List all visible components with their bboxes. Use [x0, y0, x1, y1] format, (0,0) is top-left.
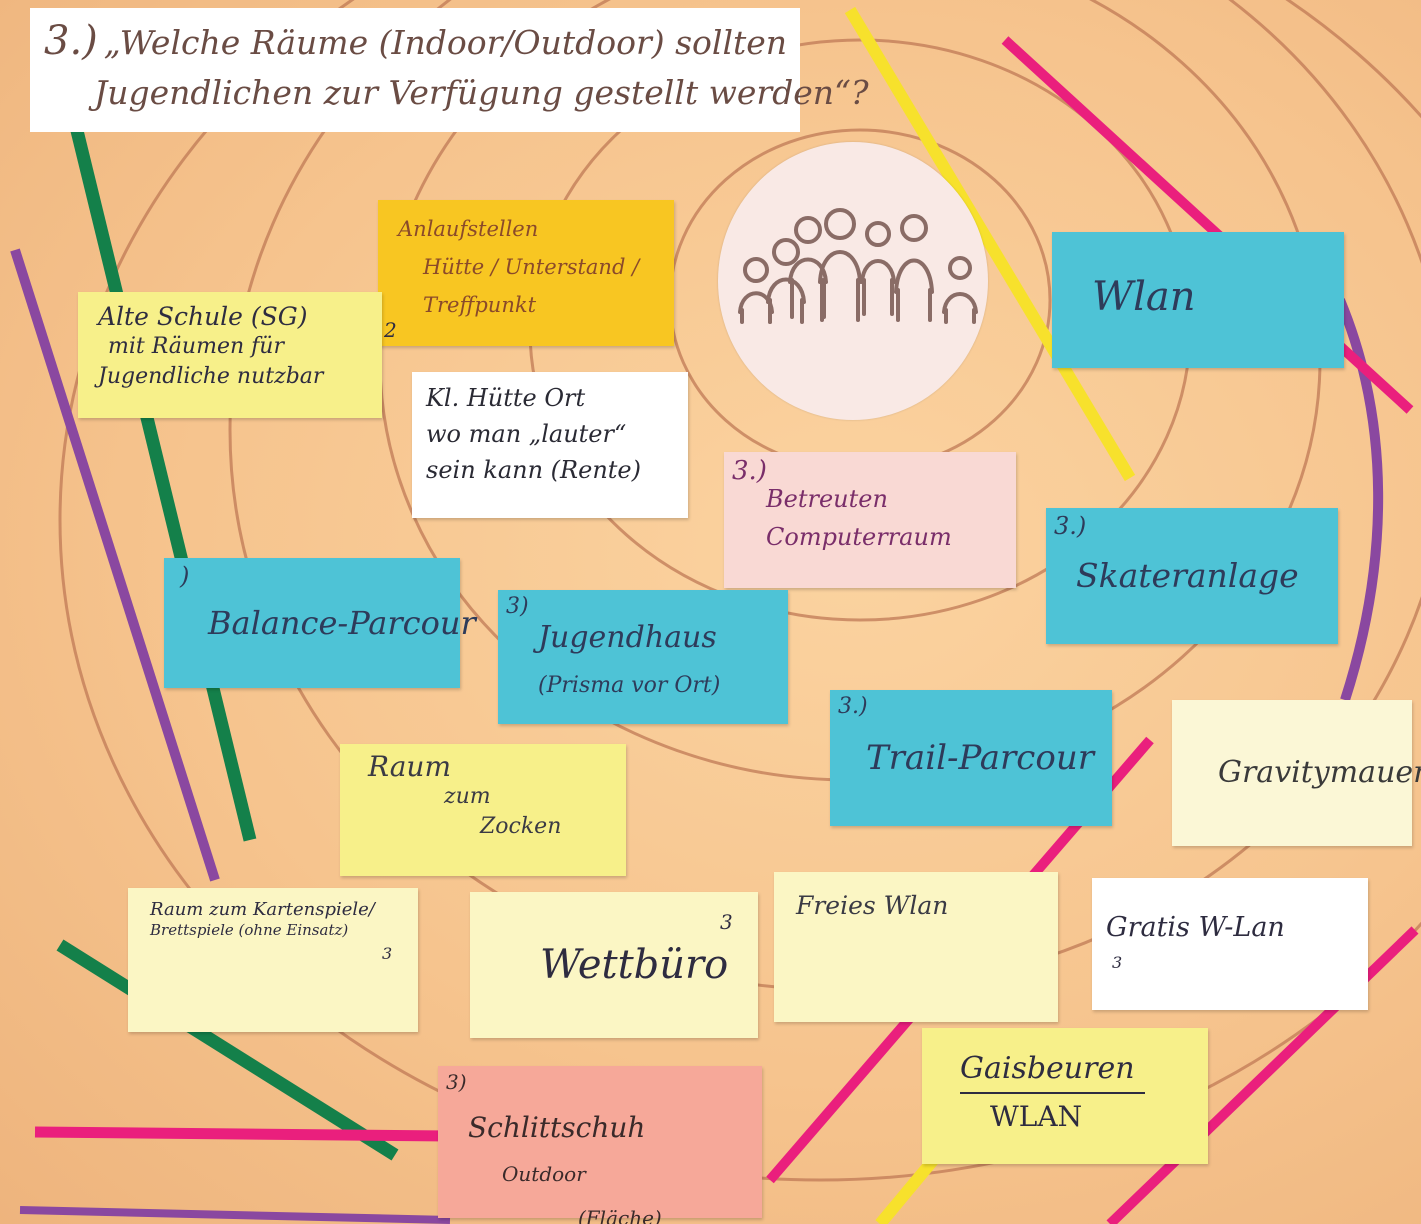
note-wlan: Wlan	[1052, 232, 1344, 368]
note-text: Wlan	[1092, 274, 1196, 320]
question-number: 3.)	[44, 18, 98, 64]
note-badge: 3.)	[1054, 512, 1087, 540]
note-line: Raum	[368, 750, 452, 783]
question-line-2: Jugendlichen zur Verfügung gestellt werd…	[94, 73, 869, 112]
note-badge: 3)	[506, 594, 529, 619]
note-betreuter-computerraum: 3.) Betreuten Computerraum	[724, 452, 1016, 588]
note-line: zum	[444, 784, 491, 809]
purple-ribbon-left	[10, 248, 220, 882]
note-line: (Prisma vor Ort)	[538, 673, 721, 698]
note-line: Anlaufstellen	[398, 217, 539, 241]
note-line: mit Räumen für	[108, 334, 284, 359]
note-line: Computerraum	[766, 523, 952, 551]
note-trail-parcour: 3.) Trail-Parcour	[830, 690, 1112, 826]
note-badge: )	[180, 562, 190, 590]
group-of-people-icon	[738, 208, 978, 324]
note-line: (Fläche)	[578, 1206, 662, 1224]
note-kartenspiele: Raum zum Kartenspiele/ Brettspiele (ohne…	[128, 888, 418, 1032]
note-text: Trail-Parcour	[866, 738, 1094, 778]
note-gratis-wlan: Gratis W-Lan 3	[1092, 878, 1368, 1010]
note-line: Hütte / Unterstand /	[423, 255, 640, 279]
note-marker: 3	[1112, 953, 1123, 972]
green-ribbon-bottom	[56, 939, 399, 1161]
note-raum-zum-zocken: Raum zum Zocken	[340, 744, 626, 876]
note-marker: 3	[720, 910, 733, 934]
note-text: Freies Wlan	[796, 891, 949, 920]
note-anlaufstellen: Anlaufstellen Hütte / Unterstand / Treff…	[378, 200, 674, 346]
note-text: Gratis W-Lan	[1106, 912, 1285, 943]
note-badge: 3)	[446, 1070, 467, 1094]
note-line: Jugendliche nutzbar	[98, 364, 324, 389]
note-line: Raum zum Kartenspiele/	[150, 899, 375, 920]
center-circle	[718, 142, 988, 420]
note-balance-parcour: ) Balance-Parcour	[164, 558, 476, 688]
note-line: Treffpunkt	[423, 293, 537, 317]
note-line: Alte Schule (SG)	[98, 302, 308, 331]
note-freies-wlan: Freies Wlan	[774, 872, 1058, 1022]
note-skateranlage: 3.) Skateranlage	[1046, 508, 1338, 644]
yellow-ribbon	[844, 6, 1136, 482]
purple-ribbon-bottom	[19, 1206, 451, 1224]
note-line: sein kann (Rente)	[426, 456, 641, 484]
pink-ribbon-bottom-left	[34, 1126, 451, 1142]
note-text: Wettbüro	[540, 942, 729, 988]
note-kleine-huette: Kl. Hütte Ort wo man „lauter“ sein kann …	[412, 372, 688, 518]
note-wettbuero: Wettbüro 3	[470, 892, 758, 1038]
note-marker: 3	[382, 944, 393, 963]
note-text: Gravitymauer	[1218, 755, 1421, 790]
note-jugendhaus: 3) Jugendhaus (Prisma vor Ort)	[498, 590, 788, 724]
note-badge: 3.)	[838, 694, 868, 719]
note-line: Gaisbeuren	[960, 1046, 1145, 1094]
note-line: Jugendhaus	[538, 620, 717, 655]
note-text: Skateranlage	[1076, 556, 1299, 595]
note-line: Zocken	[480, 814, 562, 839]
question-line-1: „Welche Räume (Indoor/Outdoor) sollten	[103, 23, 788, 62]
note-line: wo man „lauter“	[426, 420, 627, 448]
green-ribbon-left	[43, 18, 257, 842]
note-schlittschuh: 3) Schlittschuh Outdoor (Fläche)	[438, 1066, 762, 1224]
note-alte-schule: Alte Schule (SG) mit Räumen für Jugendli…	[78, 292, 382, 418]
note-line: Brettspiele (ohne Einsatz)	[150, 921, 349, 939]
note-line: Schlittschuh	[468, 1111, 646, 1144]
note-badge: 3.)	[732, 456, 767, 486]
alte-schule-marker: 2	[384, 318, 397, 342]
question-title-card: 3.)„Welche Räume (Indoor/Outdoor) sollte…	[30, 8, 869, 132]
purple-ribbon-right	[1335, 298, 1384, 702]
note-text: Balance-Parcour	[208, 604, 476, 642]
note-line: Kl. Hütte Ort	[426, 384, 586, 412]
note-line: WLAN	[990, 1100, 1083, 1133]
note-gravitymauer: Gravitymauer	[1172, 700, 1421, 846]
note-line: Outdoor	[502, 1162, 586, 1186]
note-gaisbeuren-wlan: Gaisbeuren WLAN	[922, 1028, 1208, 1164]
note-line: Betreuten	[766, 485, 888, 513]
